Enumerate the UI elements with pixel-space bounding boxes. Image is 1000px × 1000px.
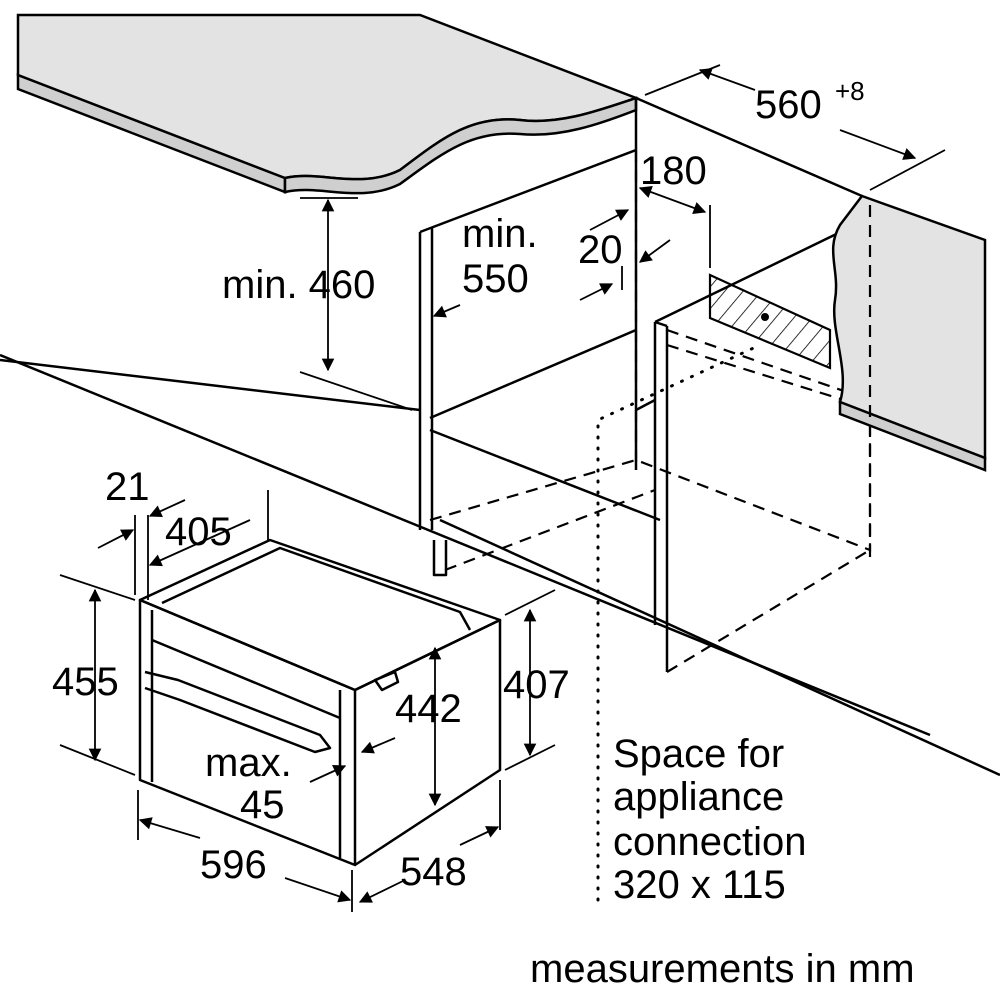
dimension-lines	[59, 64, 946, 912]
dim-handle-value: 45	[240, 783, 285, 827]
dim-front-protrusion: 21	[105, 465, 150, 509]
dim-rear-gap: 20	[578, 228, 623, 272]
dim-oven-depth-top: 405	[165, 510, 232, 554]
connection-note-line1: Space for	[613, 732, 784, 776]
connection-hatch	[708, 205, 832, 370]
units-note: measurements in mm	[530, 947, 915, 991]
connection-note-line2: appliance	[613, 775, 784, 819]
floor-lines	[0, 353, 1000, 777]
dim-oven-depth: 548	[400, 850, 467, 894]
dim-niche-width: 560	[755, 83, 822, 127]
connection-note-line4: 320 x 115	[613, 863, 786, 907]
dim-niche-width-tolerance: +8	[835, 76, 865, 106]
dim-oven-front-height: 455	[52, 660, 119, 704]
dim-oven-body-height: 442	[395, 687, 462, 731]
dim-min-height: min. 460	[222, 263, 375, 307]
dim-handle-label: max.	[205, 741, 292, 785]
dim-oven-width: 596	[200, 843, 267, 887]
dim-oven-side-height: 407	[503, 663, 570, 707]
dim-min-depth-value: 550	[462, 257, 529, 301]
cabinet-niche	[418, 96, 872, 902]
connection-note-line3: connection	[613, 820, 806, 864]
right-worktop	[831, 194, 987, 560]
dim-min-depth-label: min.	[462, 212, 538, 256]
left-worktop	[16, 13, 640, 195]
dim-connection-offset: 180	[640, 149, 707, 193]
